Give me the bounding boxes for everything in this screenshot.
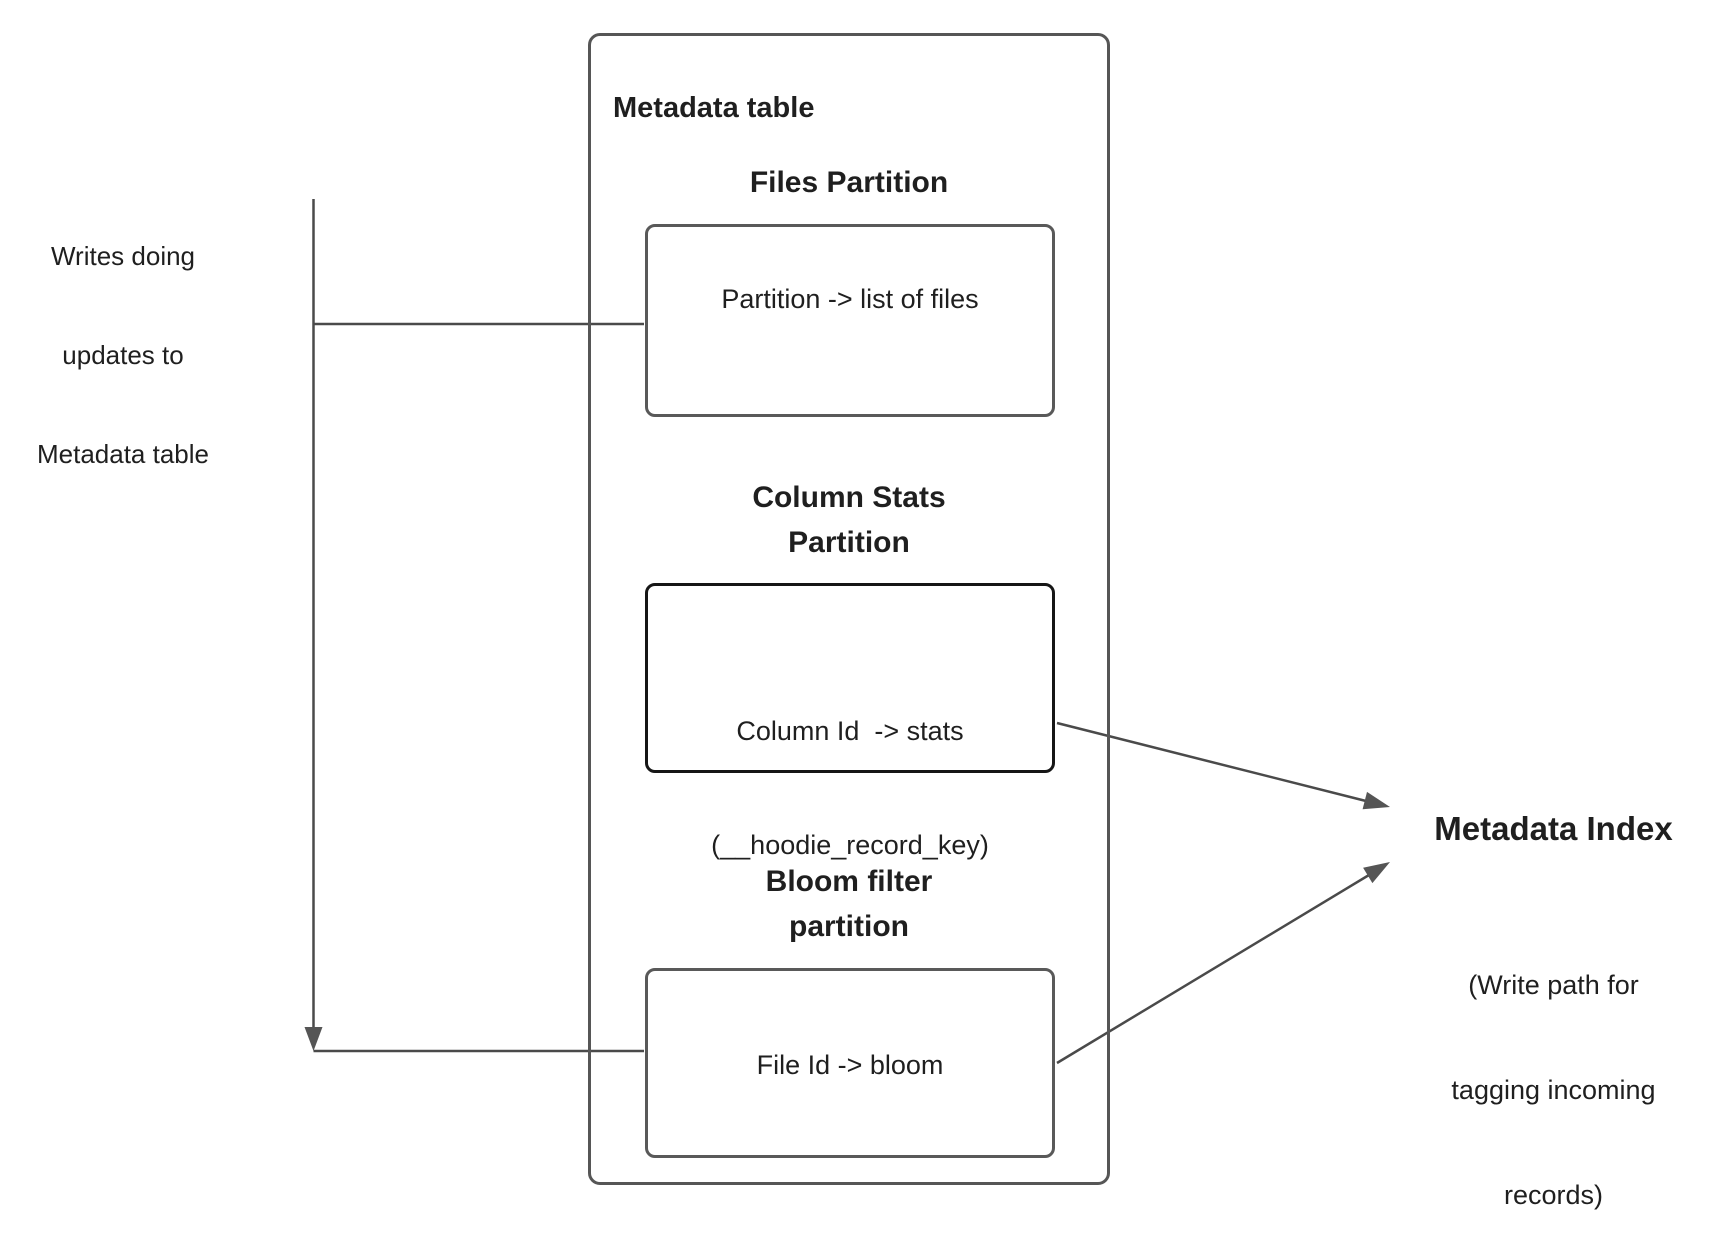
writes-annotation: Writes doing updates to Metadata table <box>3 174 243 537</box>
metadata-index-subtitle-line: tagging incoming <box>1451 1075 1656 1105</box>
arrowhead-down-icon <box>304 1027 323 1051</box>
column-stats-heading-line: Column Stats <box>752 481 946 514</box>
arrowhead-right-icon <box>1362 791 1390 810</box>
bloom-filter-partition-box: File Id -> bloom <box>645 968 1055 1158</box>
writes-annotation-line: Metadata table <box>36 439 209 469</box>
files-partition-heading-line: Files Partition <box>749 166 949 199</box>
column-stats-box-line: Column Id -> stats <box>736 716 964 746</box>
bloom-filter-heading-line: partition <box>789 910 909 943</box>
arrowhead-upright-icon <box>1363 862 1390 884</box>
files-partition-box-text: Partition -> list of files <box>721 284 979 314</box>
metadata-index-subtitle-line: records) <box>1503 1180 1604 1210</box>
column-stats-box-line: (__hoodie_record_key) <box>711 830 989 860</box>
files-partition-box: Partition -> list of files <box>645 224 1055 417</box>
bloom-filter-box-text: File Id -> bloom <box>756 1050 944 1080</box>
column-stats-partition-heading: Column Stats Partition <box>588 475 1110 565</box>
bloom-filter-heading-line: Bloom filter <box>765 865 933 898</box>
column-stats-box-text: Column Id -> stats (__hoodie_record_key) <box>648 636 1052 940</box>
metadata-index-subtitle-line: (Write path for <box>1468 970 1639 1000</box>
metadata-index-subtitle: (Write path for tagging incoming records… <box>1386 898 1718 1244</box>
writes-annotation-line: updates to <box>62 340 184 370</box>
metadata-index-title: Metadata Index <box>1434 810 1673 847</box>
column-stats-heading-line: Partition <box>788 526 910 559</box>
files-partition-heading: Files Partition <box>588 160 1110 205</box>
metadata-table-title: Metadata table <box>613 92 815 124</box>
bloom-filter-partition-heading: Bloom filter partition <box>588 859 1110 949</box>
metadata-table-container <box>588 33 1110 1185</box>
writes-annotation-line: Writes doing <box>50 241 196 271</box>
column-stats-partition-box: Column Id -> stats (__hoodie_record_key) <box>645 583 1055 860</box>
